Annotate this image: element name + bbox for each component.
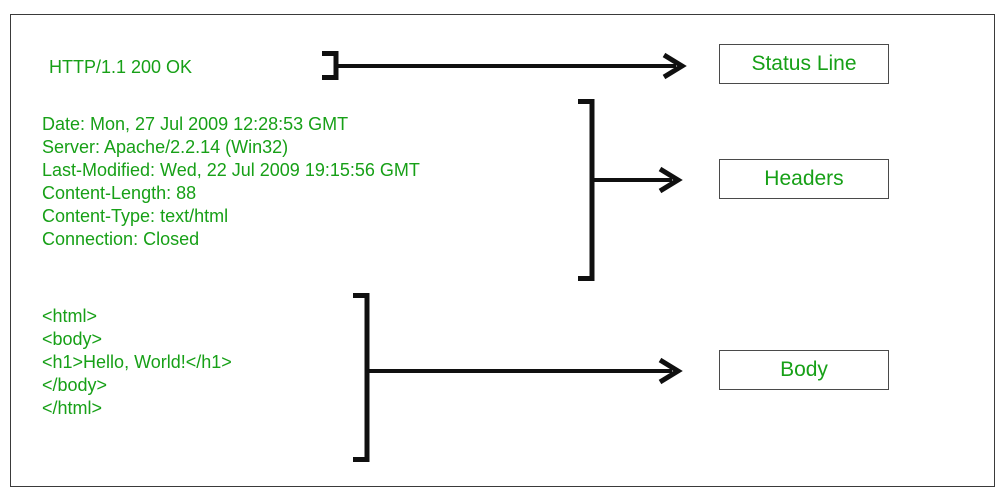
label-box-body: Body — [719, 350, 889, 390]
label-box-headers: Headers — [719, 159, 889, 199]
diagram-frame — [10, 14, 995, 487]
body-text: <html> <body> <h1>Hello, World!</h1> </b… — [42, 306, 232, 418]
headers-text: Date: Mon, 27 Jul 2009 12:28:53 GMT Serv… — [42, 114, 420, 249]
label-box-status-line: Status Line — [719, 44, 889, 84]
status-line-text: HTTP/1.1 200 OK — [49, 57, 193, 77]
